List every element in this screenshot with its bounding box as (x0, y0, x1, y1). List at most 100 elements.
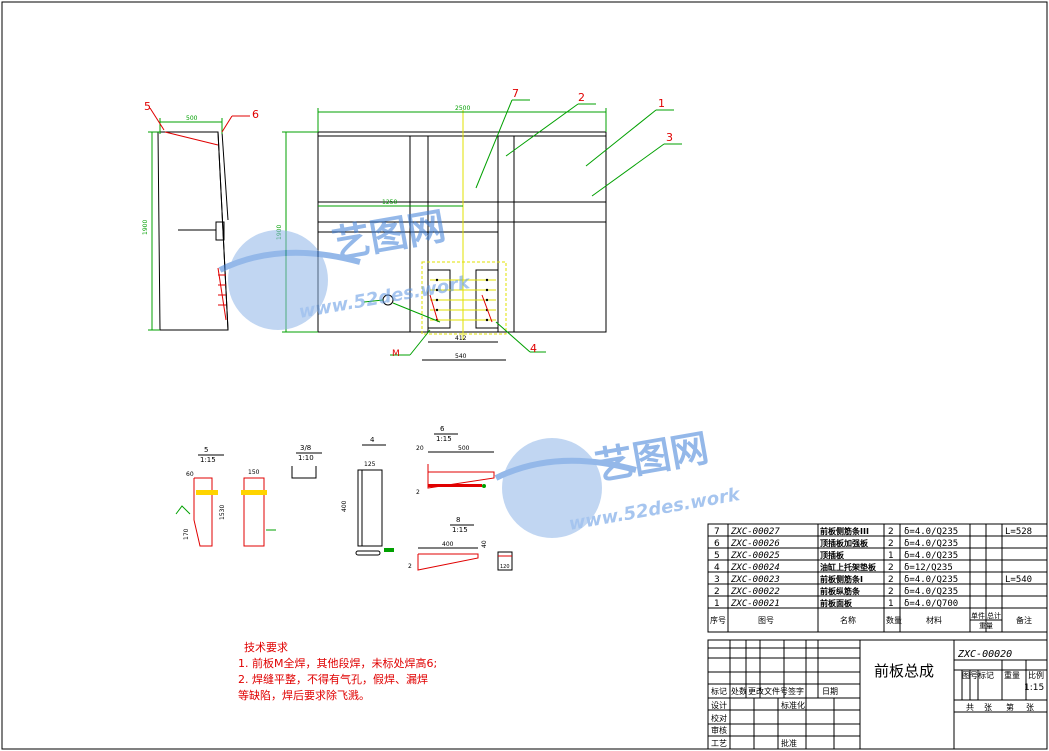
front-width-dim: 2500 (455, 105, 470, 112)
detail-8-scale: 1:15 (452, 526, 468, 534)
bom-row-name: 顶插板 (820, 550, 845, 560)
bom-row-qty: 2 (888, 563, 894, 573)
detail-6-scale: 1:15 (436, 435, 452, 443)
detail-8-title: 8 (456, 516, 460, 524)
check-label: 校对 (711, 713, 727, 723)
bom-row-no: 3 (714, 575, 720, 585)
rev-sign: 签字 (788, 686, 804, 696)
design-label: 设计 (711, 700, 727, 710)
bom-row-material: δ=4.0/Q235 (904, 539, 958, 549)
tech-note-3: 等缺陷，焊后要求除飞溅。 (238, 689, 370, 702)
detail-4-dim-h: 400 (341, 500, 348, 512)
tech-note-1: 1. 前板M全焊，其他段焊，未标处焊高6; (238, 657, 438, 670)
detail-8-dim-box: 120 (500, 564, 510, 570)
callout-3: 3 (666, 131, 673, 144)
detail-6-dim-left: 2 (416, 489, 420, 496)
watermark-brand-1: 艺图网 (329, 204, 449, 267)
callout-7: 7 (512, 87, 519, 100)
bom-row-material: δ=12/Q235 (904, 563, 953, 573)
bom-row-note: L=540 (1005, 575, 1032, 585)
bom-header-no: 序号 (710, 615, 726, 625)
bom-header-name: 名称 (840, 615, 856, 625)
bom-row-material: δ=4.0/Q235 (904, 587, 958, 597)
callout-2: 2 (578, 91, 585, 104)
bom-row-qty: 2 (888, 539, 894, 549)
watermark-brand-2: 艺图网 (592, 426, 712, 489)
bom-row-name: 顶插板加强板 (820, 538, 869, 548)
front-inner-dim: 1250 (382, 199, 397, 206)
detail-8-dim-left: 2 (408, 563, 412, 570)
side-view: 500 1900 5 6 (142, 100, 259, 331)
bom-row-name: 前板侧筋条III (820, 526, 869, 536)
small-inner-dim: 412 (455, 335, 467, 342)
rev-zone: 更改文件号 (748, 686, 788, 696)
detail-5: 5 1:15 60 1530 170 (175, 446, 226, 547)
bom-row-material: δ=4.0/Q235 (904, 551, 958, 561)
bom-row-no: 5 (714, 551, 720, 561)
bom-row-qty: 2 (888, 527, 894, 537)
bom-row-no: 2 (714, 587, 720, 597)
detail-38-title: 3/8 (300, 444, 311, 452)
callout-M: M (392, 349, 400, 359)
sheet-no: 第 (1006, 702, 1014, 712)
detail-5b-dim-top: 150 (248, 469, 260, 476)
bom-header-code: 图号 (758, 616, 774, 625)
bom-row-code: ZXC-00021 (730, 599, 780, 609)
bom-row-material: δ=4.0/Q235 (904, 527, 958, 537)
side-width-dim: 500 (186, 115, 198, 122)
rev-date: 日期 (822, 687, 838, 696)
front-view: 2500 1250 1900 412 540 7 2 1 3 4 M (276, 87, 682, 361)
scale-value: 1:15 (1024, 683, 1044, 693)
approve-label: 批准 (781, 738, 797, 748)
technical-requirements: 技术要求 1. 前板M全焊，其他段焊，未标处焊高6; 2. 焊缝平整，不得有气孔… (238, 640, 437, 704)
bom-header-qty: 数量 (886, 615, 902, 625)
rev-mark: 标记 (711, 686, 727, 696)
detail-5-scale: 1:15 (200, 456, 216, 464)
bom-row-material: δ=4.0/Q700 (904, 599, 958, 609)
bom-row-name: 前板侧筋条I (820, 574, 863, 584)
detail-38-scale: 1:10 (298, 454, 314, 462)
detail-5-dim-h: 1530 (219, 505, 226, 520)
detail-4-title: 4 (370, 436, 375, 444)
detail-5-title: 5 (204, 446, 208, 454)
detail-6-dim-top: 20 (416, 445, 424, 452)
bom-row-code: ZXC-00026 (730, 539, 780, 549)
drawing-number: ZXC-00020 (957, 649, 1012, 660)
detail-5-dim-low: 170 (183, 528, 190, 540)
bom-row-material: δ=4.0/Q235 (904, 575, 958, 585)
bom-header-note: 备注 (1016, 615, 1032, 625)
detail-6: 6 1:15 20 500 2 (416, 425, 495, 496)
small-outer-dim: 540 (455, 353, 467, 360)
bom-row-name: 前板纵筋条 (820, 586, 861, 596)
bom-row-code: ZXC-00023 (730, 575, 780, 585)
bom-row-no: 4 (714, 563, 720, 573)
scale-label: 比例 (1028, 670, 1044, 680)
bom-header-weight: 重量 (979, 622, 993, 630)
bom-row-code: ZXC-00025 (730, 551, 780, 561)
detail-8-dim-h: 40 (481, 540, 488, 548)
drawing-title: 前板总成 (874, 662, 934, 680)
sheets-unit-1: 张 (984, 703, 992, 712)
standard-label: 标准化 (781, 700, 805, 710)
detail-6-dim-w: 500 (458, 445, 470, 452)
callout-1: 1 (658, 97, 665, 110)
detail-8: 8 1:15 400 40 2 120 (408, 516, 513, 571)
bom-row-qty: 1 (888, 599, 894, 609)
detail-4: 4 125 400 (341, 436, 394, 556)
bom-row-qty: 2 (888, 575, 894, 585)
watermark-logo-2: 艺图网 www.52des.work (494, 426, 742, 538)
bom-row-code: ZXC-00022 (730, 587, 780, 597)
sheets-unit-2: 张 (1026, 703, 1034, 712)
title-block-text: ZXC-00020 前板总成 图号标记 重量 比例 1:15 共 张 第 张 标… (711, 649, 1044, 748)
bom-row-no: 6 (714, 539, 720, 549)
bom-row-name: 前板面板 (820, 598, 853, 608)
bom-header-unit: 单件 (971, 611, 985, 620)
rev-count: 处数 (731, 686, 747, 696)
bom-row-qty: 2 (888, 587, 894, 597)
sheets-total: 共 (966, 703, 974, 712)
callout-5: 5 (144, 100, 151, 113)
detail-5-dim-top: 60 (186, 471, 194, 478)
